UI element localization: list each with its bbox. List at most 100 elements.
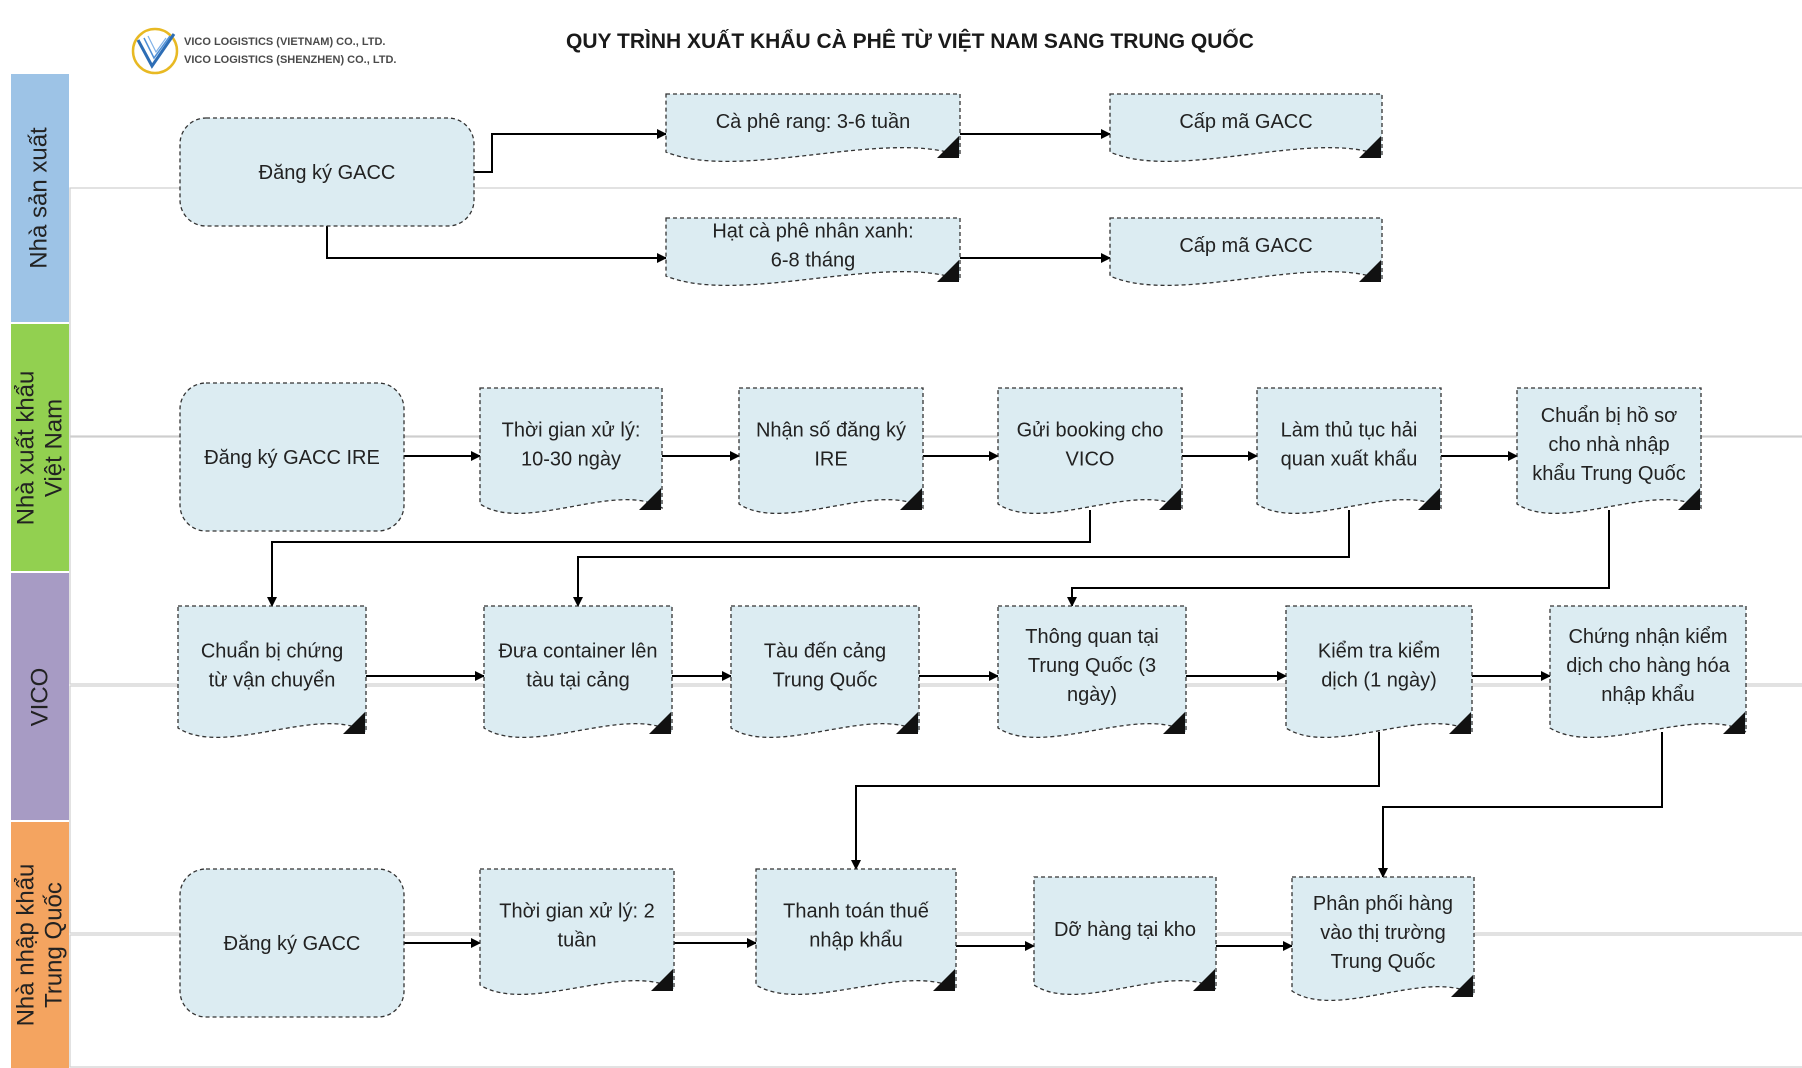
process-box (179, 868, 405, 1018)
node-i-time[interactable]: Thời gian xử lý: 2 tuần (479, 868, 675, 995)
lane-label-producer: Nhà sản xuất (11, 74, 69, 322)
node-label-line: Thanh toán thuế (783, 901, 929, 923)
document-corner-marker (937, 260, 959, 282)
node-label-line: tuần (558, 930, 597, 952)
node-label-line: cho nhà nhập (1548, 434, 1669, 456)
document-corner-marker (1678, 488, 1700, 510)
node-label-line: tàu tại cảng (526, 670, 629, 692)
vico-logo-icon (131, 27, 179, 75)
node-label-line: Cấp mã GACC (1179, 235, 1312, 257)
node-label: Cấp mã GACC (1179, 235, 1312, 257)
document-corner-marker (639, 488, 661, 510)
node-label-line: 6-8 tháng (771, 250, 856, 272)
node-label-line: Phân phối hàng (1313, 893, 1453, 915)
node-p-reg[interactable]: Đăng ký GACC (179, 117, 475, 227)
arrow-e_customs-to-v_load (573, 510, 1350, 607)
node-label-line: Trung Quốc (3 (1028, 655, 1156, 677)
node-label-line: quan xuất khẩu (1281, 449, 1418, 471)
node-label: Thanh toán thuế nhập khẩu (783, 901, 929, 952)
document-corner-marker (1359, 260, 1381, 282)
node-label: Đưa container lên tàu tại cảng (498, 641, 657, 692)
arrow-e_docs-to-v_clear (1067, 510, 1610, 607)
node-p-green[interactable]: Hạt cà phê nhân xanh:6-8 tháng (665, 217, 961, 287)
node-label-line: Làm thủ tục hải (1281, 420, 1418, 442)
document-corner-marker (1163, 712, 1185, 734)
document-corner-marker (937, 136, 959, 158)
node-e-time[interactable]: Thời gian xử lý:10-30 ngày (479, 387, 663, 514)
document-corner-marker (1359, 136, 1381, 158)
node-p-code2[interactable]: Cấp mã GACC (1109, 217, 1383, 287)
node-label-line: Chứng nhận kiểm (1568, 626, 1727, 648)
arrow-v_cert-to-i_dist (1378, 732, 1663, 878)
node-v-load[interactable]: Đưa container lên tàu tại cảng (483, 605, 673, 738)
node-i-tax[interactable]: Thanh toán thuế nhập khẩu (755, 868, 957, 995)
document-box (1549, 605, 1747, 738)
document-corner-marker (1451, 975, 1473, 997)
node-e-customs[interactable]: Làm thủ tục hải quan xuất khẩu (1256, 387, 1442, 514)
node-label-line: vào thị trường (1320, 922, 1445, 944)
node-label-line: 10-30 ngày (521, 449, 621, 471)
node-label-line: Cà phê rang: 3-6 tuần (716, 111, 911, 133)
arrow-p_reg-to-p_green (326, 226, 667, 263)
lane-label-exporter: Nhà xuất khẩu Việt Nam (11, 324, 69, 571)
arrow-v_inspect-to-i_tax (851, 732, 1380, 870)
node-p-code1[interactable]: Cấp mã GACC (1109, 93, 1383, 163)
node-label: Dỡ hàng tại kho (1054, 919, 1196, 941)
document-corner-marker (896, 712, 918, 734)
node-i-unload[interactable]: Dỡ hàng tại kho (1033, 876, 1217, 995)
lane-label-vico: VICO (11, 573, 69, 820)
page-title: QUY TRÌNH XUẤT KHẨU CÀ PHÊ TỪ VIỆT NAM S… (566, 30, 1254, 53)
company-logo: VICO LOGISTICS (VIETNAM) CO., LTD. VICO … (130, 26, 430, 78)
node-label: Cấp mã GACC (1179, 111, 1312, 133)
swimlane-grid (69, 187, 1802, 1068)
node-p-roast[interactable]: Cà phê rang: 3-6 tuần (665, 93, 961, 163)
document-box (479, 387, 663, 514)
document-corner-marker (343, 712, 365, 734)
node-label-line: VICO (1066, 449, 1115, 471)
node-label: Đăng ký GACC IRE (204, 447, 380, 469)
process-box (179, 117, 475, 227)
document-box (738, 387, 924, 514)
document-corner-marker (1193, 969, 1215, 991)
document-corner-marker (1449, 712, 1471, 734)
lane-band-producer (69, 187, 1802, 437)
node-e-reg[interactable]: Đăng ký GACC IRE (179, 382, 405, 532)
node-label-line: Trung Quốc (773, 670, 878, 692)
node-label-line: Thông quan tại (1025, 626, 1158, 648)
node-label-line: Đưa container lên (498, 641, 657, 663)
document-corner-marker (1418, 488, 1440, 510)
lane-label-importer: Nhà nhập khẩu Trung Quốc (11, 822, 69, 1068)
lane-band-exporter (69, 436, 1802, 685)
node-label: Thời gian xử lý:10-30 ngày (502, 420, 641, 471)
node-label-line: nhập khẩu (809, 930, 902, 952)
node-i-reg[interactable]: Đăng ký GACC (179, 868, 405, 1018)
node-label-line: Thời gian xử lý: 2 (499, 901, 654, 923)
node-label-line: Đăng ký GACC (259, 162, 396, 184)
node-label-line: Trung Quốc (1331, 951, 1436, 973)
node-label-line: Chuẩn bị chứng (201, 641, 343, 663)
document-box (997, 387, 1183, 514)
node-label-line: ngày) (1067, 684, 1117, 706)
process-box (179, 382, 405, 532)
node-label: Đăng ký GACC (224, 933, 361, 955)
document-corner-marker (1723, 712, 1745, 734)
node-label-line: Tàu đến cảng (764, 641, 886, 663)
node-label: Làm thủ tục hải quan xuất khẩu (1281, 420, 1418, 471)
node-label-line: nhập khẩu (1601, 684, 1694, 706)
document-box (1516, 387, 1702, 514)
